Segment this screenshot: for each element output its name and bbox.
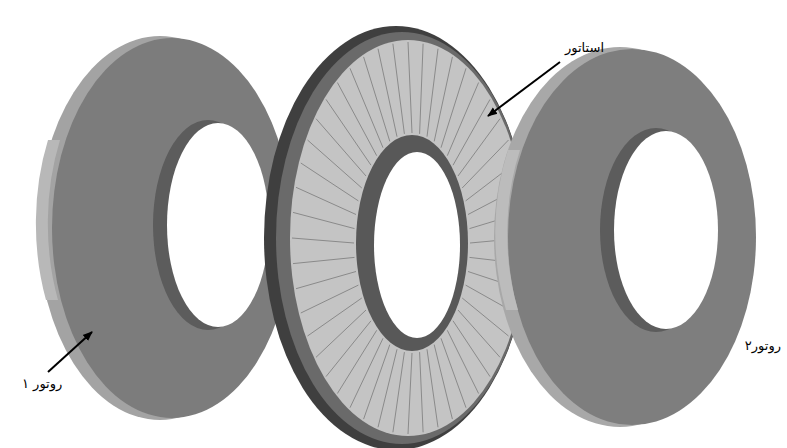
stator-slot bbox=[350, 338, 383, 407]
stator-slot bbox=[427, 349, 438, 427]
stator-slot bbox=[408, 42, 412, 133]
stator-slot bbox=[293, 257, 355, 263]
stator-slot bbox=[420, 352, 424, 432]
stator-slot bbox=[408, 353, 412, 434]
stator-slot bbox=[393, 44, 405, 134]
part-label: روتور۲ bbox=[745, 338, 781, 354]
stator-slot bbox=[364, 57, 390, 141]
stator-slot bbox=[441, 68, 466, 147]
stator-slot bbox=[447, 83, 478, 156]
stator-slot bbox=[292, 238, 354, 243]
stator-slot bbox=[364, 345, 390, 420]
stator-slot bbox=[316, 310, 366, 357]
rotor-2 bbox=[494, 47, 756, 427]
stator-slot bbox=[293, 212, 355, 228]
stator-slot bbox=[296, 272, 356, 289]
stator-slot bbox=[458, 310, 500, 357]
stator-slot bbox=[378, 49, 397, 137]
stator-slot bbox=[434, 57, 452, 141]
stator-slot bbox=[296, 187, 356, 214]
stator-slot bbox=[337, 330, 376, 393]
stator-slot bbox=[350, 68, 383, 147]
stator-slot bbox=[308, 298, 362, 336]
stator-slot bbox=[453, 99, 490, 165]
stator-slot bbox=[462, 298, 508, 336]
stator-slot bbox=[301, 285, 359, 313]
stator bbox=[264, 26, 528, 448]
leader-arrow bbox=[488, 62, 560, 116]
stator-slot bbox=[326, 321, 371, 377]
stator-slot bbox=[453, 321, 490, 377]
stator-slot bbox=[434, 345, 452, 420]
part-label: استاتور bbox=[565, 40, 604, 56]
stator-slot bbox=[308, 140, 362, 188]
part-label: روتور ۱ bbox=[22, 376, 62, 392]
stator-slot bbox=[378, 349, 397, 427]
stator-slot bbox=[393, 352, 405, 432]
stator-slot bbox=[441, 338, 466, 407]
stator-slot bbox=[420, 44, 424, 134]
leader-arrow bbox=[48, 332, 92, 372]
stator-slot bbox=[301, 163, 359, 201]
stator-slot bbox=[447, 330, 478, 393]
rotor-1 bbox=[36, 36, 292, 420]
stator-slot bbox=[427, 49, 438, 137]
stator-slot bbox=[458, 119, 500, 176]
